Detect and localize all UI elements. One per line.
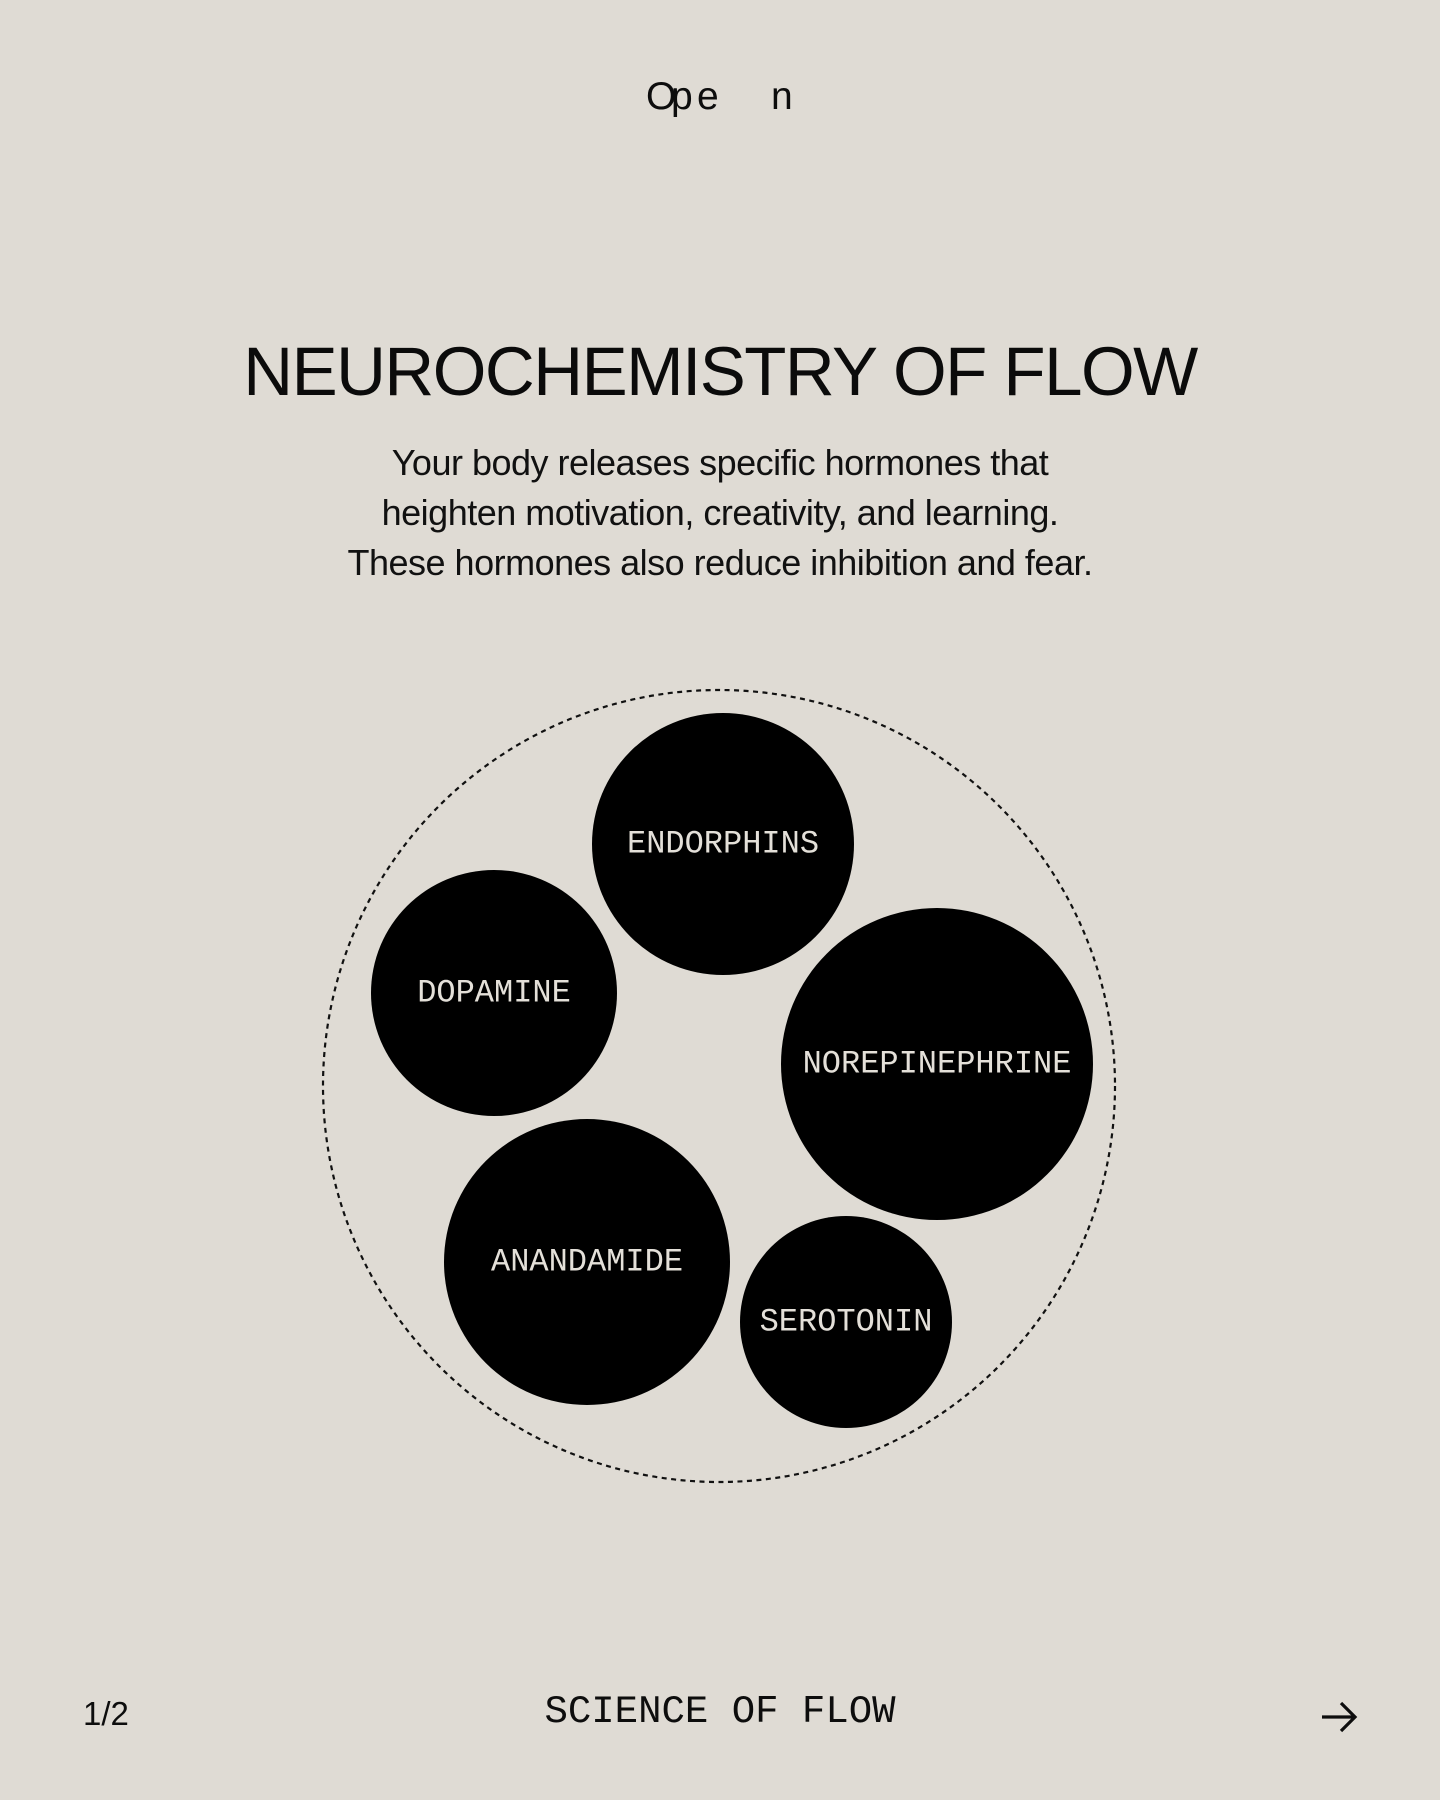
bubble-serotonin: SEROTONIN bbox=[740, 1216, 952, 1428]
logo-letter: n bbox=[771, 75, 793, 118]
page-indicator: 1/2 bbox=[83, 1695, 129, 1732]
subtitle-line: These hormones also reduce inhibition an… bbox=[347, 542, 1093, 583]
section-title: SCIENCE OF FLOW bbox=[544, 1690, 896, 1734]
bubble-norepinephrine: NOREPINEPHRINE bbox=[781, 908, 1093, 1220]
bubble-circle bbox=[592, 713, 854, 975]
bubble-label: DOPAMINE bbox=[417, 975, 571, 1012]
brand-logo: O p e n bbox=[0, 72, 1440, 122]
next-button[interactable] bbox=[1312, 1692, 1366, 1742]
outer-dashed-circle bbox=[321, 688, 1117, 1484]
page-title: NEUROCHEMISTRY OF FLOW bbox=[243, 333, 1198, 410]
bubble-circle bbox=[740, 1216, 952, 1428]
bubble-label: ENDORPHINS bbox=[627, 826, 819, 863]
bubble-dopamine: DOPAMINE bbox=[371, 870, 617, 1116]
subtitle-line: heighten motivation, creativity, and lea… bbox=[381, 492, 1059, 533]
bubble-circle bbox=[371, 870, 617, 1116]
bubble-label: SEROTONIN bbox=[760, 1304, 933, 1341]
bubble-circle bbox=[444, 1119, 730, 1405]
logo-letter: e bbox=[697, 75, 719, 118]
page-subtitle: Your body releases specific hormones tha… bbox=[0, 438, 1440, 588]
bubble-circle bbox=[781, 908, 1093, 1220]
logo-letter: p bbox=[671, 75, 693, 118]
bubble-endorphins: ENDORPHINS bbox=[592, 713, 854, 975]
logo-letter: O bbox=[646, 75, 677, 118]
arrow-right-icon bbox=[1322, 1701, 1358, 1733]
bubble-label: ANANDAMIDE bbox=[491, 1244, 683, 1281]
bubble-label: NOREPINEPHRINE bbox=[803, 1046, 1072, 1083]
bubble-anandamide: ANANDAMIDE bbox=[444, 1119, 730, 1405]
subtitle-line: Your body releases specific hormones tha… bbox=[391, 442, 1049, 483]
